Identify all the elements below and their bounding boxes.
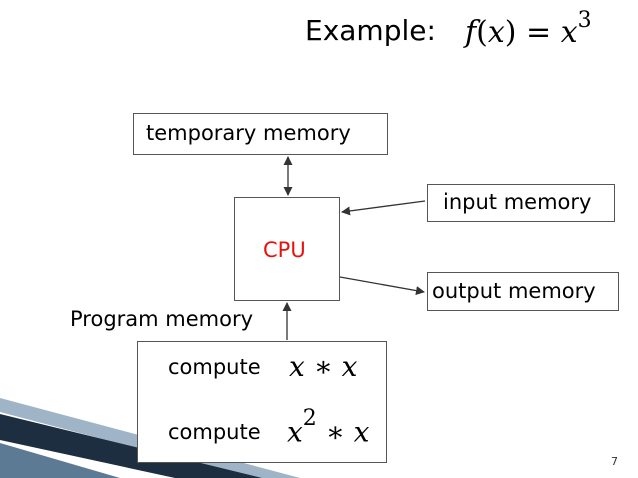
- formula-equals: =: [526, 15, 552, 50]
- temporary-memory-box: temporary memory: [133, 113, 388, 155]
- line2-rest: ∗ x: [325, 415, 370, 449]
- formula-x: x: [487, 15, 505, 50]
- title-formula: f(x) = x3: [465, 8, 592, 50]
- line2-keyword: compute: [168, 420, 261, 444]
- cpu-box: CPU: [234, 197, 340, 301]
- line2-expression: x2 ∗ x: [287, 406, 370, 449]
- output-memory-label: output memory: [432, 279, 596, 303]
- line2-exponent: 2: [302, 406, 317, 431]
- output-memory-box: output memory: [427, 272, 619, 311]
- title-label: Example:: [305, 14, 436, 47]
- cpu-to-output-arrow: [339, 276, 425, 296]
- formula-exponent: 3: [577, 8, 592, 33]
- line1-expression: x ∗ x: [289, 350, 358, 383]
- program-memory-box: compute x ∗ x compute x2 ∗ x: [137, 341, 387, 463]
- formula-rhs: x: [560, 15, 578, 50]
- page-number: 7: [611, 455, 618, 468]
- program-memory-label: Program memory: [70, 307, 254, 331]
- stripe-mid: [0, 443, 120, 478]
- formula-f: f: [465, 15, 477, 50]
- input-memory-label: input memory: [443, 190, 592, 214]
- input-to-cpu-arrow: [341, 200, 426, 216]
- cpu-label: CPU: [263, 238, 306, 262]
- temporary-memory-label: temporary memory: [146, 121, 351, 145]
- formula-rparen: ): [504, 15, 517, 50]
- line1-keyword: compute: [168, 355, 261, 379]
- line2-base: x: [287, 415, 303, 449]
- input-memory-box: input memory: [427, 184, 615, 222]
- formula-lparen: (: [476, 15, 488, 50]
